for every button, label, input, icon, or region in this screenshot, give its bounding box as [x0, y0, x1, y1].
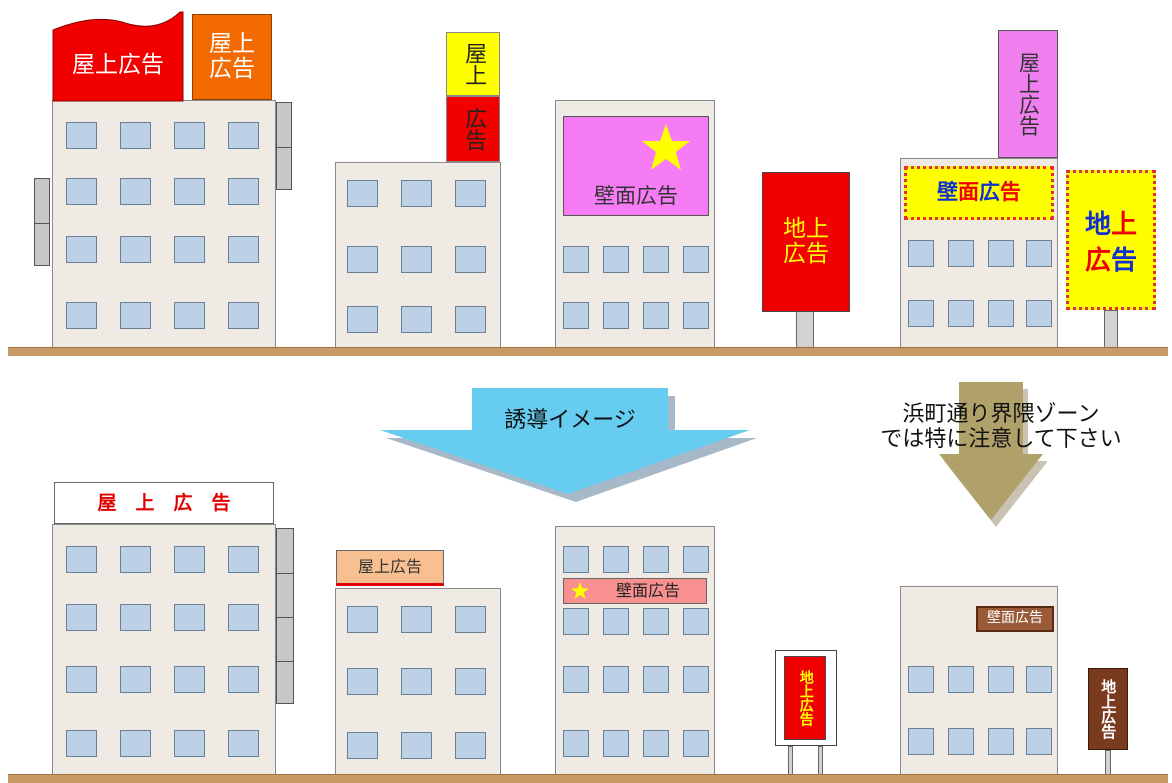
guidance-arrow-blue [380, 388, 757, 502]
ground-sign-red-small: 地上広告 [784, 656, 826, 740]
caution-arrow-khaki [939, 382, 1047, 527]
projecting-sign-bottom [276, 528, 294, 704]
rooftop-sign-wavy-text: 屋上広告 [72, 52, 164, 79]
caution-note-line-2: では特に注意して下さい [880, 427, 1122, 453]
ground-sign-brown: 地上広告 [1088, 668, 1128, 750]
wall-sign-pink [563, 116, 709, 216]
ground-sign-yellow-line-2: 広告 [1069, 243, 1153, 279]
ground-sign-yellow-pole [1104, 310, 1118, 350]
wall-sign-yellow-char-2: 面 [958, 180, 979, 205]
ground-top [8, 347, 1168, 356]
ground-sign-yellow-char-2: 上 [1111, 210, 1138, 240]
wall-sign-star [563, 578, 707, 604]
ground-sign-brown-pole [1105, 750, 1111, 776]
wall-sign-brown: 壁面広告 [976, 606, 1054, 632]
wall-sign-yellow-char-4: 告 [1000, 180, 1021, 205]
ground-sign-yellow-char-3: 広 [1084, 246, 1111, 277]
rooftop-sign-orange: 屋上 広告 [192, 14, 272, 100]
ground-sign-small-leg-right [818, 746, 823, 776]
ground-sign-yellow-char-1: 地 [1084, 210, 1111, 240]
ground-bottom [8, 774, 1168, 783]
ground-sign-yellow: 地上 広告 [1066, 170, 1156, 310]
rooftop-sign-tall-red: 広告 [446, 96, 500, 162]
wall-sign-yellow-char-3: 広 [979, 180, 1000, 205]
rooftop-sign-pink-tall: 屋上広告 [998, 30, 1058, 158]
ground-sign-red: 地上 広告 [762, 172, 850, 312]
rooftop-sign-small: 屋上広告 [336, 550, 444, 586]
wall-sign-yellow: 壁面広告 [904, 166, 1054, 220]
caution-note: 浜町通り界隈ゾーン では特に注意して下さい [836, 402, 1166, 453]
caution-note-line-1: 浜町通り界隈ゾーン [902, 402, 1100, 427]
ground-sign-small-leg-left [788, 746, 793, 776]
rooftop-banner: 屋 上 広 告 [54, 482, 274, 524]
rooftop-sign-wavy [52, 11, 184, 102]
star-icon [642, 124, 690, 170]
star-icon-small [571, 582, 589, 599]
projecting-sign-right [276, 102, 292, 190]
projecting-sign-left [34, 178, 50, 266]
ground-sign-yellow-line-1: 地上 [1069, 207, 1153, 243]
wall-sign-star-text: 壁面広告 [615, 581, 680, 601]
wall-sign-pink-text: 壁面広告 [594, 184, 678, 209]
guidance-arrow-label: 誘導イメージ [504, 407, 636, 433]
ground-sign-red-pole [796, 310, 814, 350]
wall-sign-yellow-char-1: 壁 [937, 180, 958, 205]
ground-sign-yellow-char-4: 告 [1111, 246, 1138, 277]
rooftop-sign-tall-yellow: 屋上 [446, 32, 500, 96]
